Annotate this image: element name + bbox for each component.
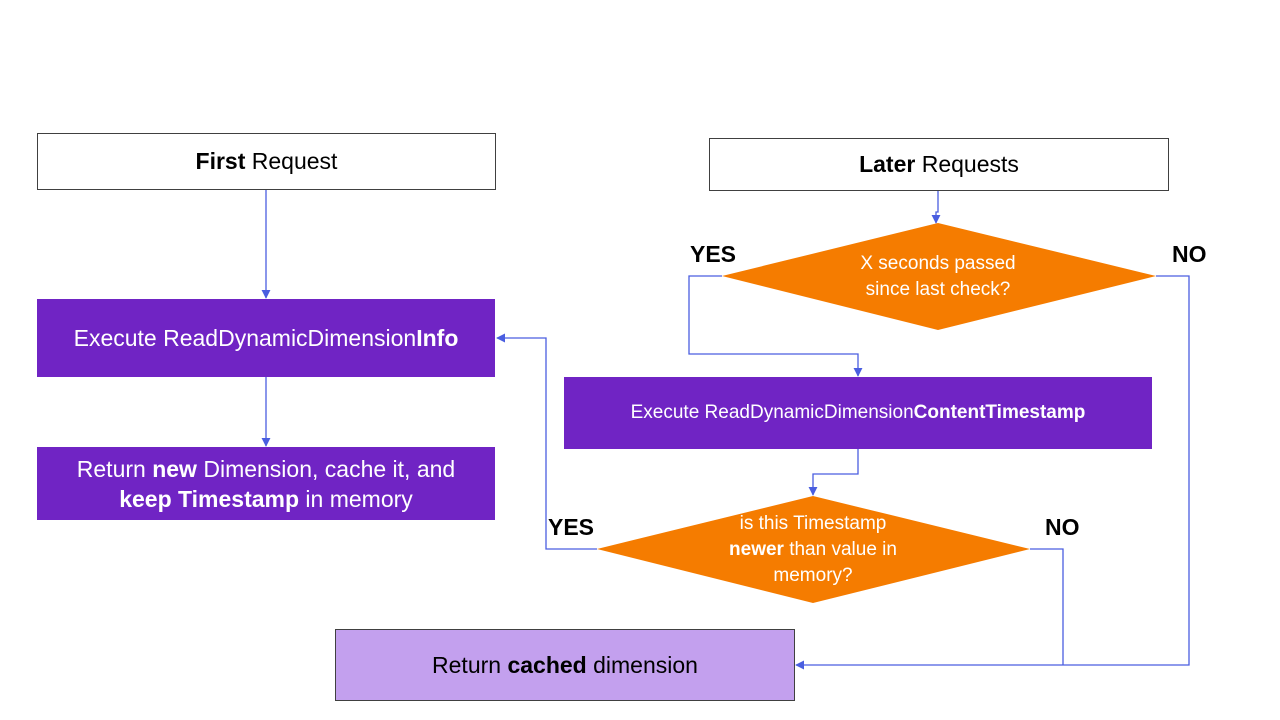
execute-info-box: Execute ReadDynamicDimensionInfo — [37, 299, 495, 377]
decision2-text: is this Timestamp newer than value in me… — [683, 510, 943, 590]
decision2-line3: memory? — [773, 565, 853, 586]
return-new-line1-bold: new — [152, 455, 197, 482]
return-cached-post: dimension — [586, 651, 698, 678]
connector-decision1-no — [795, 275, 1190, 670]
first-request-box: First Request — [37, 133, 496, 190]
decision1-yes-label: YES — [690, 241, 737, 267]
return-cached-box: Return cached dimension — [335, 629, 795, 701]
decision2-line1: is this Timestamp — [739, 513, 887, 534]
return-new-line2-post: in memory — [299, 485, 413, 512]
connector-later-to-decision1 — [931, 191, 941, 224]
return-cached-pre: Return — [432, 651, 508, 678]
later-requests-box: Later Requests — [709, 138, 1169, 191]
connector-decision2-no — [1030, 548, 1064, 665]
decision1-line2: since last check? — [865, 279, 1011, 300]
decision1-text: X seconds passed since last check? — [820, 250, 1056, 304]
decision1-no-label: NO — [1172, 241, 1207, 267]
decision2-line2-bold: newer — [729, 539, 784, 560]
execute-info-pre: Execute ReadDynamicDimension — [73, 324, 417, 351]
decision2-yes-label: YES — [548, 514, 595, 540]
decision2-no-label: NO — [1045, 514, 1080, 540]
decision-diamond-timestamp-newer — [597, 496, 1030, 603]
execute-timestamp-pre: Execute ReadDynamicDimension — [630, 402, 914, 423]
decision2-line2-post: than value in — [783, 539, 897, 560]
return-new-line1-post: Dimension, cache it, and — [196, 455, 456, 482]
first-request-rest: Request — [245, 148, 338, 174]
execute-timestamp-bold: ContentTimestamp — [913, 402, 1086, 423]
decision-diamond-seconds-passed — [722, 223, 1156, 330]
decision1-line1: X seconds passed — [860, 253, 1016, 274]
later-requests-rest: Requests — [915, 151, 1019, 177]
return-cached-bold: cached — [507, 651, 587, 678]
connector-decision2-yes — [496, 333, 597, 550]
return-new-line1-pre: Return — [76, 455, 153, 482]
return-new-line2-bold: keep Timestamp — [119, 485, 300, 512]
first-request-bold: First — [195, 148, 246, 174]
connector-timestamp-to-decision2 — [808, 449, 859, 496]
return-new-box: Return new Dimension, cache it, and keep… — [37, 447, 495, 520]
connector-decision1-yes — [688, 275, 863, 377]
execute-timestamp-box: Execute ReadDynamicDimensionContentTimes… — [564, 377, 1152, 449]
later-requests-bold: Later — [859, 151, 916, 177]
execute-info-bold: Info — [416, 324, 459, 351]
